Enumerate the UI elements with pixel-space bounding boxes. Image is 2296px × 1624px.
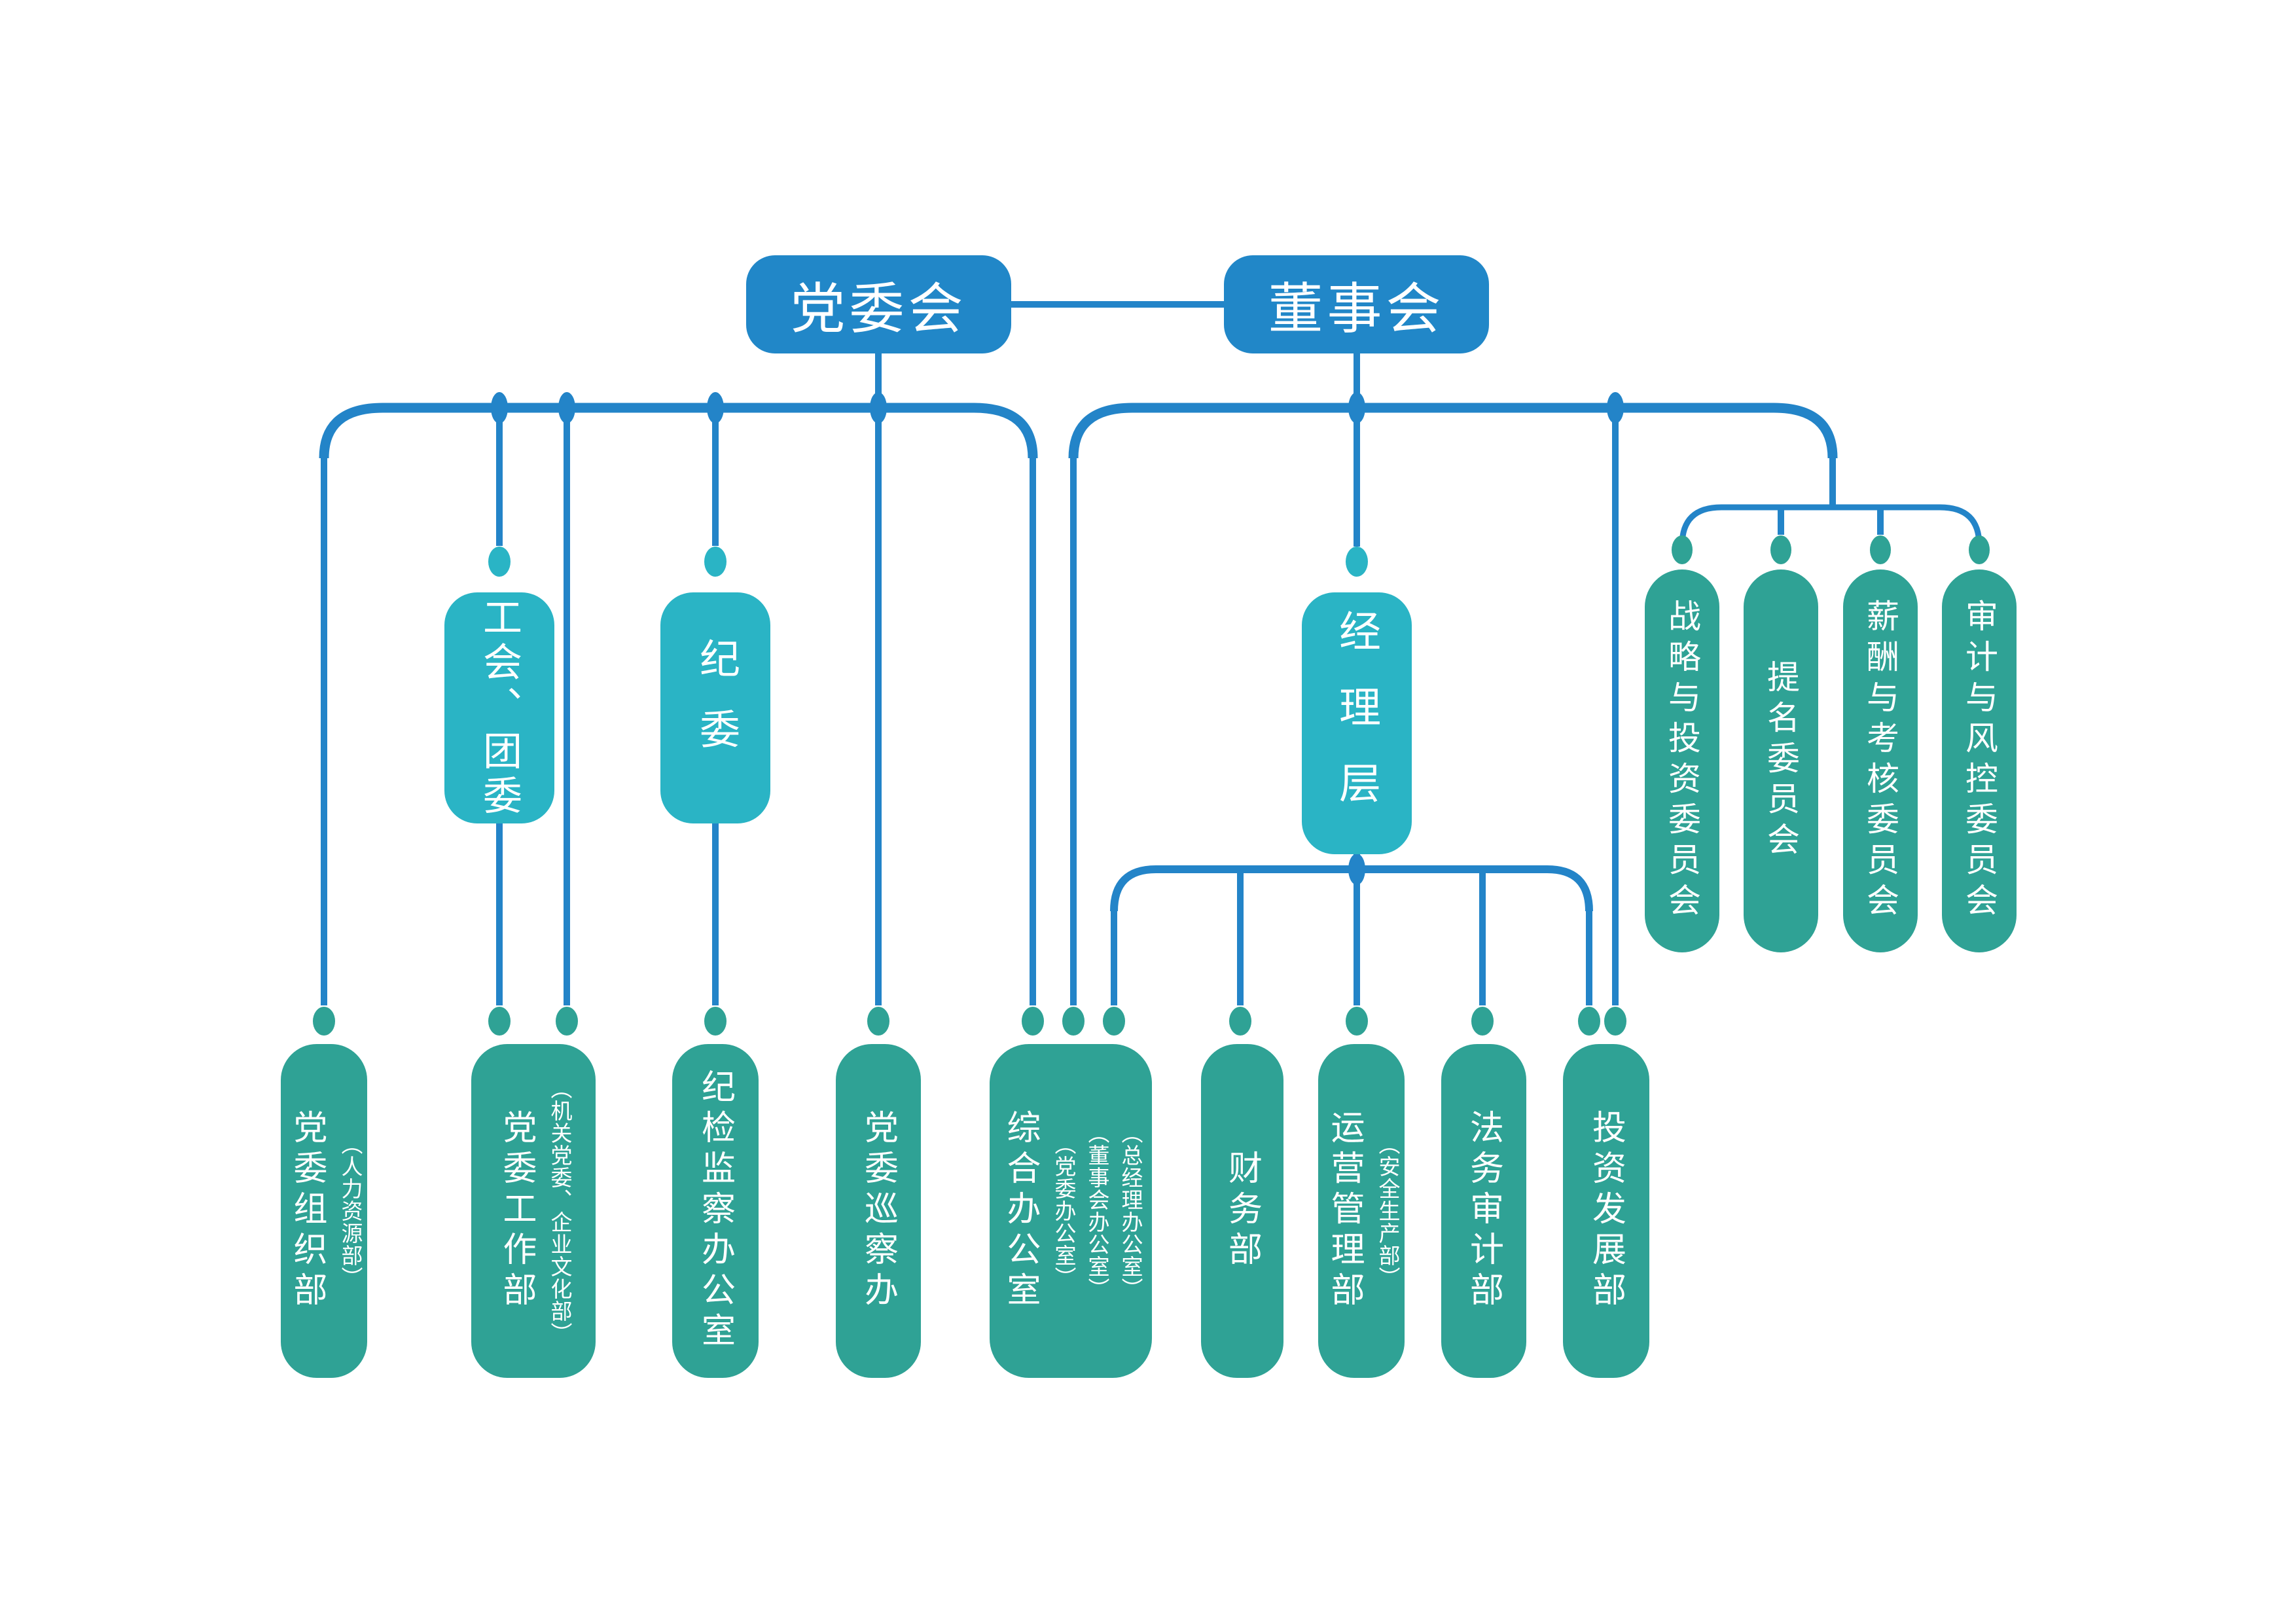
node-sublabel: （机关党委、企业文化部） — [548, 1077, 572, 1344]
bus-left — [319, 403, 1038, 459]
node-label: 纪委 — [693, 637, 738, 779]
node-label: 综合办公室 — [1001, 1110, 1039, 1312]
edge-drops — [321, 352, 1884, 1005]
node-party-patrol-office[interactable]: 党委巡察办 — [836, 1044, 921, 1378]
node-label: 法务审计部 — [1464, 1110, 1503, 1312]
node-label: 提名委员会 — [1763, 659, 1799, 863]
node-party-organization-dept[interactable]: 党委组织部 （人力资源部） — [281, 1044, 367, 1378]
node-board[interactable]: 董事会 — [1224, 255, 1489, 353]
node-label: 薪酬与考核委员会 — [1862, 598, 1899, 924]
junction-nodes — [491, 392, 1624, 885]
node-union-youth-league[interactable]: 工会、团委 — [444, 592, 554, 823]
connector-dots-bottom — [313, 1007, 1626, 1036]
node-label: 财务部 — [1223, 1150, 1261, 1272]
bus-right — [1068, 403, 1838, 459]
node-investment-development-dept[interactable]: 投资发展部 — [1563, 1044, 1649, 1378]
node-discipline-commission[interactable]: 纪委 — [660, 592, 770, 823]
node-general-office[interactable]: 综合办公室 （党委办公室） （董事会办公室） （总经理办公室） — [990, 1044, 1152, 1378]
node-label: 经理层 — [1333, 609, 1380, 837]
node-committee-strategy-investment[interactable]: 战略与投资委员会 — [1645, 569, 1719, 952]
node-finance-dept[interactable]: 财务部 — [1201, 1044, 1283, 1378]
connector-dots-teal — [488, 547, 1368, 577]
node-label: 审计与风控委员会 — [1961, 598, 1998, 924]
node-party-committee[interactable]: 党委会 — [746, 255, 1011, 353]
node-management-level[interactable]: 经理层 — [1302, 592, 1412, 854]
node-label: 董事会 — [1268, 278, 1445, 340]
node-party-work-dept[interactable]: 党委工作部 （机关党委、企业文化部） — [471, 1044, 596, 1378]
node-label: 运营管理部 — [1325, 1110, 1363, 1312]
node-label: 党委组织部 — [288, 1110, 326, 1312]
node-label: 党委工作部 — [497, 1110, 535, 1312]
node-sublabel: （党委办公室） — [1052, 1133, 1076, 1289]
node-sublabel: （总经理办公室） — [1119, 1122, 1143, 1300]
node-committee-nomination[interactable]: 提名委员会 — [1744, 569, 1818, 952]
node-legal-audit-dept[interactable]: 法务审计部 — [1441, 1044, 1526, 1378]
node-label: 纪检监察办公室 — [696, 1069, 734, 1353]
node-operations-management-dept[interactable]: 运营管理部 （安全生产部） — [1318, 1044, 1405, 1378]
node-committee-audit-risk[interactable]: 审计与风控委员会 — [1942, 569, 2017, 952]
node-sublabel: （安全生产部） — [1376, 1133, 1400, 1289]
node-committee-compensation-assessment[interactable]: 薪酬与考核委员会 — [1843, 569, 1918, 952]
connector-edges — [319, 301, 1982, 1005]
node-label: 党委巡察办 — [859, 1110, 897, 1312]
node-label: 战略与投资委员会 — [1664, 598, 1700, 924]
node-label: 工会、团委 — [477, 596, 522, 820]
node-label: 党委会 — [790, 278, 967, 340]
connector-dots-committee — [1672, 535, 1990, 564]
node-sublabel: （人力资源部） — [338, 1133, 363, 1289]
node-discipline-inspection-office[interactable]: 纪检监察办公室 — [672, 1044, 759, 1378]
node-label: 投资发展部 — [1587, 1110, 1625, 1312]
node-sublabel: （董事会办公室） — [1085, 1122, 1109, 1300]
bus-committees — [1679, 504, 1982, 546]
